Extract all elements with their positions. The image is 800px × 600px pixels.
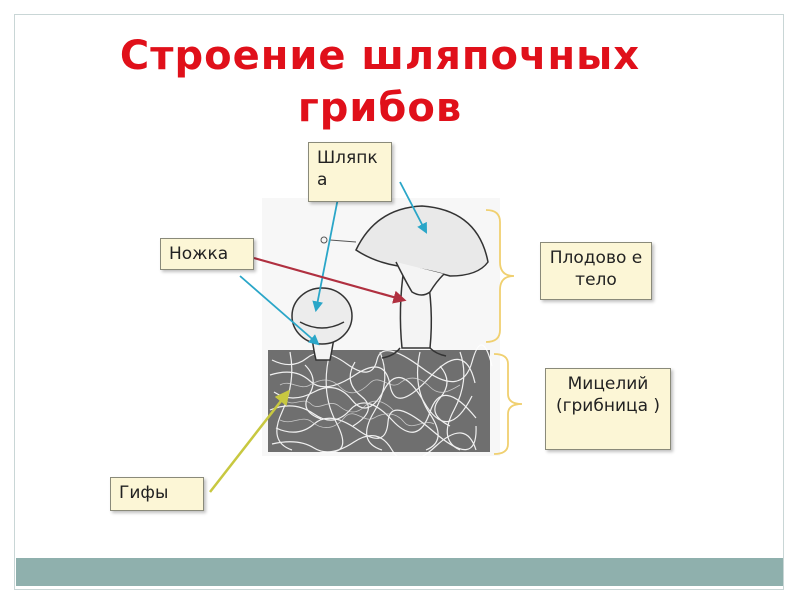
arrow-cap-to-mature	[399, 181, 427, 234]
footer-bar	[16, 558, 783, 586]
arrow-cap-to-young	[312, 197, 339, 313]
soil-block	[268, 344, 493, 462]
label-mycelium: Мицелий (грибница )	[545, 368, 671, 450]
arrow-stem-to-young	[239, 275, 320, 346]
arrow-stem-to-mature	[253, 256, 407, 304]
label-stem: Ножка	[160, 238, 254, 270]
arrow-hyphae	[209, 389, 290, 493]
label-cap: Шляпк а	[308, 142, 392, 202]
bracket-mycelium	[493, 353, 523, 455]
slide-frame	[14, 14, 784, 590]
slide-title: Строение шляпочных грибов	[60, 30, 700, 134]
label-fruit-body: Плодово е тело	[540, 242, 652, 300]
label-hyphae: Гифы	[110, 477, 204, 511]
cap-marker	[320, 236, 357, 244]
title-line-1: Строение шляпочных	[119, 33, 641, 79]
bracket-fruit-body	[485, 209, 515, 343]
title-line-2: грибов	[297, 85, 463, 131]
